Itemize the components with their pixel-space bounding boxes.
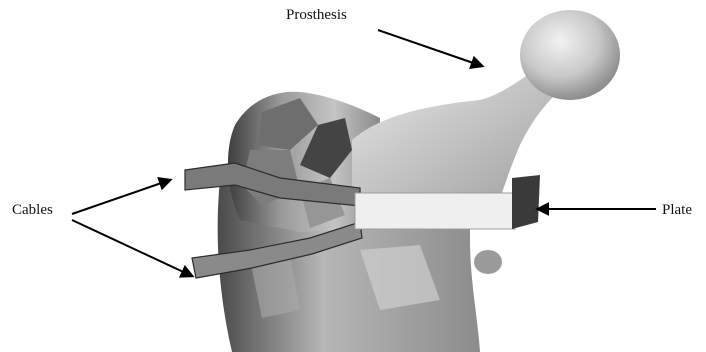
- tubercle: [474, 250, 502, 274]
- plate-end: [512, 175, 540, 229]
- prosthesis-head: [520, 10, 620, 100]
- label-cables: Cables: [12, 203, 53, 218]
- plate-body: [355, 193, 515, 229]
- arrow-cables-lower: [72, 220, 192, 276]
- arrow-prosthesis: [378, 30, 482, 66]
- prosthesis: [352, 10, 620, 198]
- label-plate: Plate: [662, 203, 692, 218]
- arrow-cables-upper: [72, 180, 170, 214]
- label-prosthesis: Prosthesis: [286, 8, 347, 23]
